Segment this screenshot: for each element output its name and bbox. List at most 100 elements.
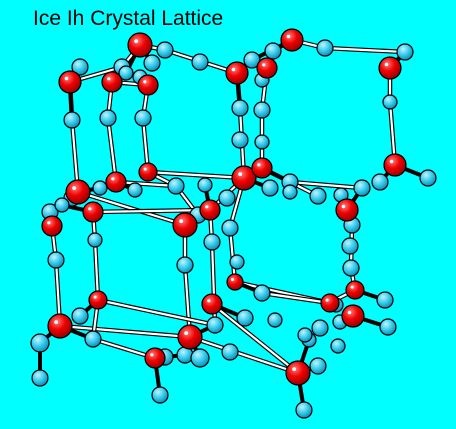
hydrogen-atom-56 (71, 307, 89, 325)
hydrogen-atom-42 (47, 251, 65, 269)
hydrogen-atom-45 (221, 219, 239, 237)
hydrogen-atom-1 (156, 41, 174, 59)
hydrogen-bond-3 (322, 45, 408, 55)
hydrogen-atom-2 (191, 53, 209, 71)
hydrogen-atom-36 (342, 259, 360, 277)
hydrogen-atom-41 (87, 232, 103, 248)
oxygen-atom-28 (285, 360, 311, 386)
oxygen-atom-12 (231, 165, 257, 191)
hydrogen-atom-15 (134, 109, 152, 127)
hydrogen-atom-50 (267, 312, 283, 328)
oxygen-atom-15 (335, 198, 359, 222)
hydrogen-atom-54 (311, 319, 329, 337)
oxygen-atom-2 (280, 28, 304, 52)
hydrogen-atom-30 (353, 179, 371, 197)
hydrogen-bond-47 (259, 290, 333, 306)
hydrogen-atom-25 (218, 189, 236, 207)
hydrogen-atom-49 (253, 284, 271, 302)
oxygen-atom-25 (345, 280, 365, 300)
hydrogen-atom-24 (197, 177, 213, 193)
oxygen-atom-29 (341, 304, 365, 328)
hydrogen-bond-18 (145, 169, 247, 181)
oxygen-atom-5 (137, 74, 159, 96)
hydrogen-atom-22 (92, 180, 108, 196)
oxygen-atom-26 (177, 324, 203, 350)
hydrogen-atom-66 (295, 401, 313, 419)
oxygen-atom-27 (144, 347, 166, 369)
hydrogen-atom-26 (261, 179, 279, 197)
hydrogen-atom-69 (297, 327, 313, 343)
oxygen-atom-19 (199, 199, 221, 221)
oxygen-atom-10 (105, 171, 127, 193)
hydrogen-bond-44 (187, 334, 301, 376)
hydrogen-atom-63 (190, 348, 210, 368)
hydrogen-bond-40 (57, 323, 193, 340)
hydrogen-atom-58 (84, 330, 102, 348)
oxygen-atom-16 (82, 201, 104, 223)
oxygen-atom-22 (201, 293, 223, 315)
hydrogen-atom-9 (143, 54, 161, 72)
oxygen-atom-7 (256, 57, 278, 79)
hydrogen-atom-17 (253, 101, 271, 119)
oxygen-atom-14 (383, 153, 407, 177)
oxygen-atom-23 (226, 273, 244, 291)
hydrogen-atom-40 (54, 197, 70, 213)
hydrogen-atom-51 (376, 291, 394, 309)
diagram-title: Ice Ih Crystal Lattice (33, 7, 224, 30)
oxygen-atom-3 (58, 70, 82, 94)
oxygen-atom-8 (378, 56, 402, 80)
hydrogen-atom-20 (254, 134, 270, 150)
atom-layer (30, 28, 437, 419)
oxygen-atom-24 (320, 293, 340, 313)
hydrogen-atom-14 (99, 109, 117, 127)
hydrogen-atom-4 (264, 42, 282, 60)
hydrogen-atom-64 (151, 386, 169, 404)
hydrogen-atom-16 (231, 99, 249, 117)
hydrogen-atom-7 (71, 58, 89, 76)
hydrogen-atom-21 (127, 182, 143, 198)
hydrogen-bond-46 (90, 336, 158, 361)
hydrogen-atom-13 (63, 111, 81, 129)
hydrogen-atom-19 (231, 131, 249, 149)
hydrogen-atom-57 (30, 333, 50, 353)
oxygen-atom-17 (172, 212, 198, 238)
hydrogen-atom-3 (243, 51, 261, 69)
hydrogen-atom-68 (330, 338, 346, 354)
hydrogen-atom-32 (419, 169, 437, 187)
oxygen-atom-1 (127, 32, 153, 58)
hydrogen-atom-31 (371, 173, 389, 191)
oxygen-atom-6 (225, 61, 249, 85)
hydrogen-atom-65 (309, 357, 327, 375)
hydrogen-bond-28 (92, 237, 101, 303)
hydrogen-atom-10 (118, 65, 134, 81)
hydrogen-atom-28 (282, 184, 298, 200)
hydrogen-atom-59 (31, 369, 49, 387)
hydrogen-bond-37 (75, 189, 188, 228)
hydrogen-atom-67 (379, 318, 397, 336)
hydrogen-bond-35 (227, 225, 238, 285)
hydrogen-atom-5 (316, 39, 334, 57)
hydrogen-atom-18 (382, 94, 398, 110)
oxygen-atom-18 (41, 215, 63, 237)
oxygen-atom-20 (88, 290, 108, 310)
hydrogen-atom-44 (203, 233, 221, 251)
hydrogen-atom-48 (236, 309, 254, 327)
oxygen-atom-13 (251, 157, 273, 179)
hydrogen-bond-39 (95, 297, 218, 328)
oxygen-atom-11 (138, 162, 158, 182)
hydrogen-bond-42 (209, 301, 301, 376)
hydrogen-atom-46 (229, 254, 245, 270)
hydrogen-bond-38 (90, 207, 213, 215)
hydrogen-atom-43 (176, 256, 194, 274)
oxygen-atom-4 (101, 71, 123, 93)
hydrogen-bond-22 (287, 179, 365, 191)
hydrogen-atom-6 (396, 43, 414, 61)
hydrogen-atom-23 (167, 177, 185, 195)
oxygen-atom-9 (65, 179, 91, 205)
oxygen-atom-21 (47, 313, 73, 339)
hydrogen-atom-47 (206, 316, 224, 334)
hydrogen-bond-8 (105, 115, 119, 185)
hydrogen-atom-35 (341, 237, 359, 255)
